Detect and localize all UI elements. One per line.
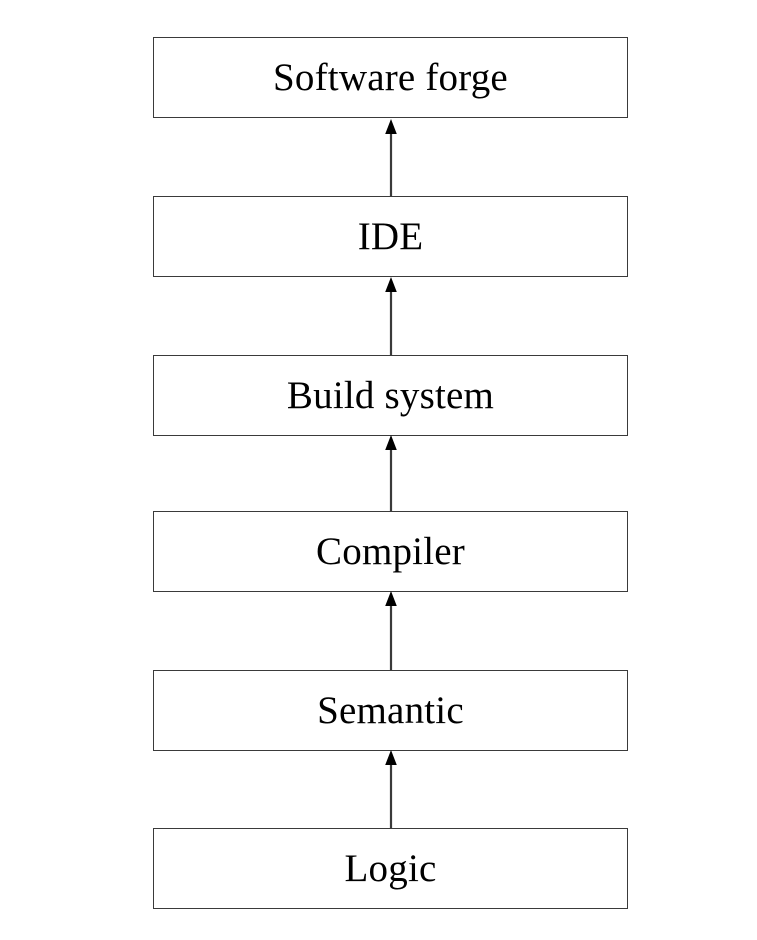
arrow-up-icon bbox=[385, 591, 397, 670]
node-label: Build system bbox=[286, 374, 495, 417]
edge-ide-to-software-forge bbox=[377, 119, 405, 196]
node-label: Semantic bbox=[317, 689, 464, 732]
arrow-up-icon bbox=[385, 435, 397, 511]
node-label: IDE bbox=[357, 215, 424, 258]
arrow-up-icon bbox=[385, 750, 397, 828]
edge-compiler-to-build-system bbox=[377, 435, 405, 511]
edge-semantic-to-compiler bbox=[377, 591, 405, 670]
edge-logic-to-semantic bbox=[377, 750, 405, 828]
node-build-system[interactable]: Build system bbox=[153, 355, 628, 436]
node-label: Software forge bbox=[273, 56, 508, 99]
node-label: Compiler bbox=[316, 530, 465, 573]
node-logic[interactable]: Logic bbox=[153, 828, 628, 909]
node-software-forge[interactable]: Software forge bbox=[153, 37, 628, 118]
edge-build-system-to-ide bbox=[377, 277, 405, 355]
node-compiler[interactable]: Compiler bbox=[153, 511, 628, 592]
arrow-up-icon bbox=[385, 277, 397, 355]
node-semantic[interactable]: Semantic bbox=[153, 670, 628, 751]
arrow-up-icon bbox=[385, 119, 397, 196]
node-label: Logic bbox=[344, 847, 437, 890]
node-ide[interactable]: IDE bbox=[153, 196, 628, 277]
